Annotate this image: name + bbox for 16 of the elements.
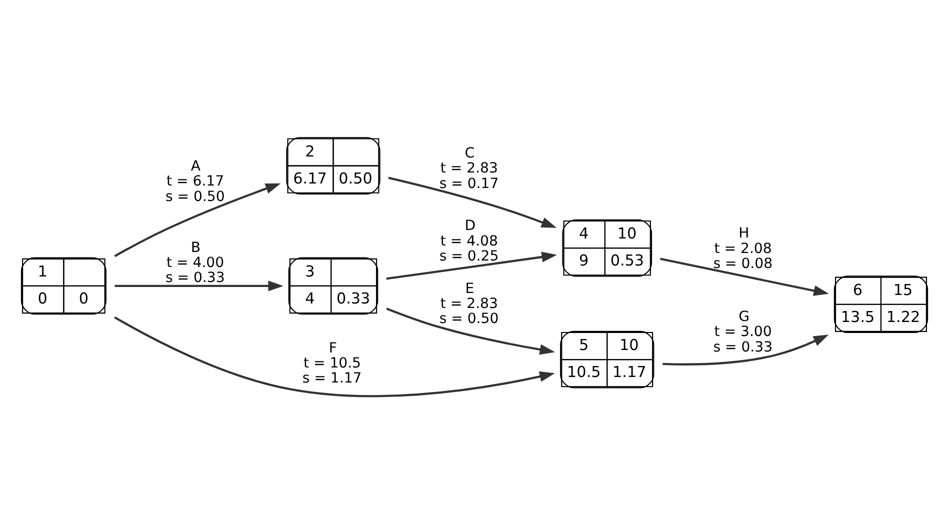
edge-label: C t = 2.83 s = 0.17 — [439, 145, 499, 192]
arrow — [386, 251, 557, 280]
arrow — [114, 316, 555, 397]
edge-label: G t = 3.00 s = 0.33 — [713, 308, 773, 355]
arrow — [114, 182, 281, 257]
edge-label: F t = 10.5 s = 1.17 — [302, 340, 362, 386]
arrow — [660, 257, 829, 296]
edge-label: H t = 2.08 s = 0.08 — [713, 225, 773, 272]
edge-label: B t = 4.00 s = 0.33 — [165, 239, 225, 286]
edge-label: E t = 2.83 s = 0.50 — [439, 280, 499, 327]
arrow — [388, 176, 557, 228]
arrow — [662, 334, 829, 365]
edge-label: D t = 4.08 s = 0.25 — [439, 218, 499, 264]
edge-label: A t = 6.17 s = 0.50 — [165, 158, 225, 204]
arrow — [386, 307, 555, 354]
arrow — [114, 280, 284, 291]
